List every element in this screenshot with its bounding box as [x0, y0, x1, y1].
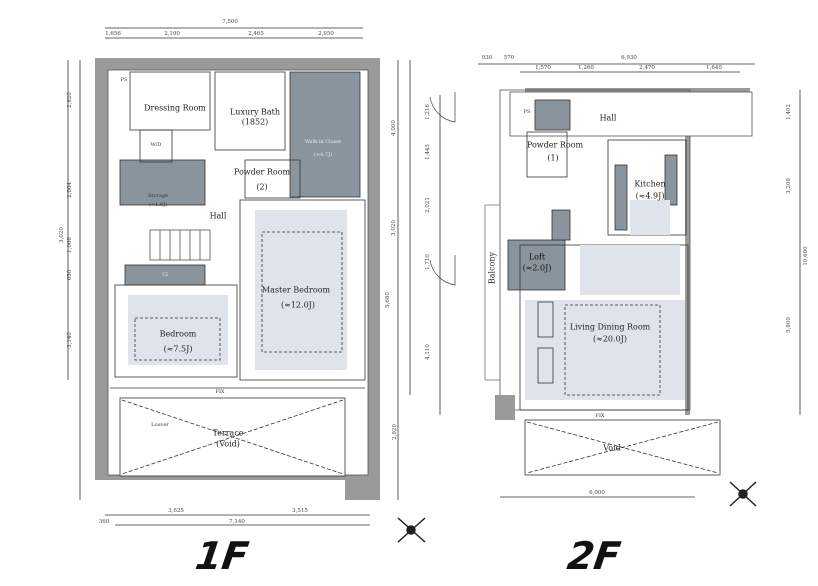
room-label-hall-2f: Hall: [599, 113, 617, 123]
dim-1f-right: 2,920: [392, 424, 398, 440]
dim-1f-left: 2,664: [67, 182, 73, 198]
compass-icon-2f: [729, 481, 757, 507]
dim-2f-left: 1,216: [425, 104, 431, 120]
room-label-terrace-void: (Void): [216, 439, 240, 449]
room-size-living-dining: (≈20.0J): [593, 334, 627, 344]
room-label-powder-room-2: Powder Room: [233, 167, 291, 177]
room-size-storage: (≈1.6J): [148, 202, 168, 208]
dim-1f-top: 2,465: [248, 31, 264, 37]
dim-2f-bottom: 6,000: [589, 490, 605, 496]
master-bedroom: [239, 199, 366, 381]
dim-2f-top: 570: [503, 55, 515, 61]
powder-room-2f: [526, 131, 568, 178]
storage: [119, 159, 206, 206]
room-size-loft: (≈2.0J): [522, 263, 552, 273]
dim-2f-top: 1,260: [578, 65, 594, 71]
void-2f: [524, 419, 721, 476]
dim-1f-bottom-total: 7,140: [229, 519, 245, 525]
floor-label-2f: 2F: [564, 534, 624, 578]
room-size-master-bedroom: (≈12.0J): [281, 300, 315, 310]
dim-2f-top: 1,570: [535, 65, 551, 71]
room-number-powder-room-1: (1): [547, 153, 559, 163]
room-label-dressing: Dressing Room: [144, 103, 206, 113]
room-size-walk-in-closet: (≈4.7J): [313, 152, 333, 158]
dim-1f-top: 2,950: [318, 31, 334, 37]
dim-1f-right: 4,000: [391, 120, 397, 136]
dim-2f-top-total: 6,930: [621, 55, 637, 61]
room-number-powder-room-2: (2): [256, 182, 268, 192]
dim-1f-top: 2,100: [164, 31, 180, 37]
room-label-powder-room-1: Powder Room: [526, 140, 584, 150]
plan-2f-drawing: [429, 63, 801, 498]
louver-label: Louver: [151, 422, 169, 428]
dim-1f-left: 3,020: [59, 227, 65, 243]
dim-1f-total-width: 7,500: [222, 19, 238, 25]
room-size-luxury-bath: (1852): [241, 117, 269, 127]
room-label-bedroom: Bedroom: [159, 329, 197, 339]
dim-2f-top: 1,640: [706, 65, 722, 71]
closet-label: Cl: [162, 272, 168, 278]
room-label-void-2f: Void: [603, 443, 621, 453]
room-label-master-bedroom: Master Bedroom: [261, 285, 331, 295]
dim-2f-right: 1,402: [786, 104, 792, 120]
dim-2f-left: 1,710: [425, 254, 431, 270]
bedroom: [114, 284, 238, 378]
fix-window-label-2f: FIX: [595, 413, 605, 419]
compass-icon-1f: [397, 517, 426, 543]
room-label-living-dining: Living Dining Room: [569, 322, 651, 332]
dim-1f-bottom: 3,515: [292, 508, 308, 514]
dim-2f-left: 1,443: [425, 144, 431, 160]
dim-1f-bottom: 360: [98, 519, 110, 525]
balcony: [484, 204, 501, 381]
dim-1f-top: 1,656: [105, 31, 121, 37]
dim-2f-left: 2,021: [425, 197, 431, 213]
dim-2f-right: 10,600: [803, 246, 809, 266]
floor-label-1f: 1F: [192, 534, 252, 578]
dim-1f-right: 5,680: [385, 292, 391, 308]
dim-2f-right: 3,208: [786, 178, 792, 194]
dim-1f-right: 3,020: [391, 220, 397, 236]
fix-window-label: FIX: [215, 389, 225, 395]
room-label-balcony: Balcony: [487, 251, 497, 285]
dim-2f-top: 930: [481, 55, 493, 61]
dim-1f-bottom: 3,625: [168, 508, 184, 514]
dim-2f-top: 2,470: [639, 65, 655, 71]
room-label-walk-in-closet: Walk-in Closet: [304, 139, 342, 145]
dim-1f-left: 1,066: [67, 237, 73, 253]
ps-label: PS: [120, 77, 128, 83]
plan-1f-drawing: [67, 27, 411, 526]
dim-2f-right: 5,800: [786, 317, 792, 333]
dim-1f-left: 3,140: [67, 332, 73, 348]
dim-2f-left: 4,110: [425, 344, 431, 360]
room-label-luxury-bath: Luxury Bath: [229, 107, 281, 117]
room-label-loft: Loft: [528, 252, 546, 262]
room-label-hall-1f: Hall: [209, 211, 227, 221]
room-label-terrace: Terrace: [212, 428, 244, 438]
walk-in-closet: [289, 71, 361, 198]
room-label-storage: Storage: [148, 193, 168, 199]
dim-1f-left: 650: [67, 269, 73, 281]
room-label-kitchen: Kitchen: [634, 179, 666, 189]
dim-1f-left: 2,820: [67, 92, 73, 108]
ps-label-2f: PS: [523, 109, 531, 115]
room-size-bedroom: (≈7.5J): [163, 344, 193, 354]
room-size-kitchen: (≈4.9J): [635, 191, 665, 201]
loft: [507, 239, 566, 291]
room-label-wd: W/D: [150, 142, 162, 148]
